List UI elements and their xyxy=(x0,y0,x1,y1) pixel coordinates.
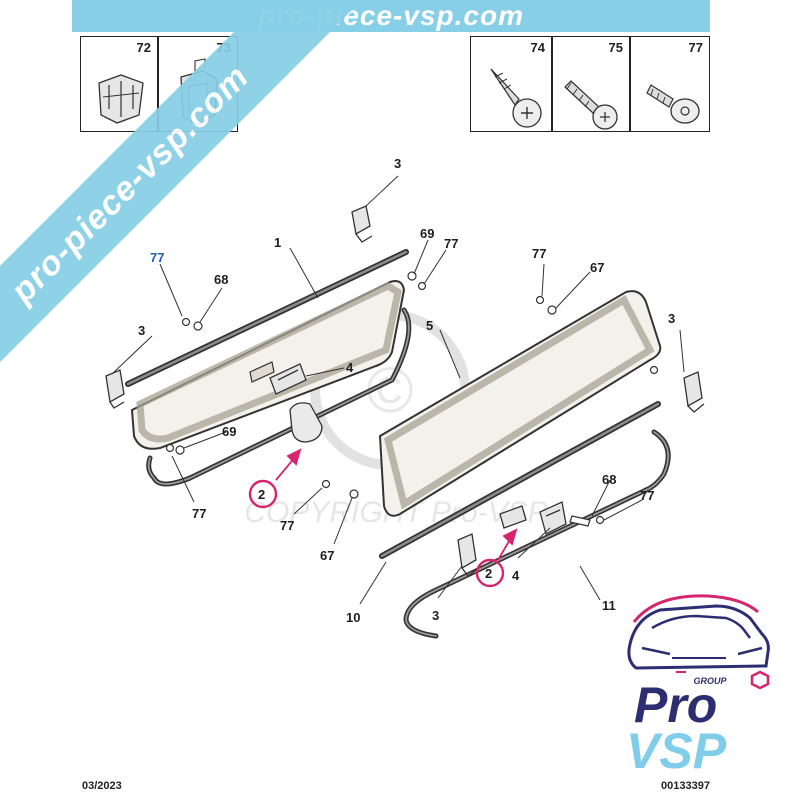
highlight-arrow-right xyxy=(497,528,518,561)
highlight-arrow-left xyxy=(275,448,302,481)
callout-69-left: 69 xyxy=(222,424,236,439)
callout-68-right: 68 xyxy=(602,472,616,487)
leader-lines xyxy=(111,175,685,605)
callout-2-right: 2 xyxy=(485,566,492,581)
footer-reference: 00133397 xyxy=(661,780,710,792)
clip-3-right xyxy=(683,371,705,413)
pointed-screw-icon xyxy=(490,68,542,128)
callout-11: 11 xyxy=(602,598,616,613)
callout-10: 10 xyxy=(346,610,360,625)
threaded-screw-icon xyxy=(564,80,618,130)
thumbnail-number: 72 xyxy=(136,40,151,55)
left-glass-frame xyxy=(136,282,402,443)
callout-2-left: 2 xyxy=(258,487,265,502)
slider-pad-2-left xyxy=(289,402,323,443)
callout-77-middle: 77 xyxy=(280,518,294,533)
top-banner: pro-piece-vsp.com xyxy=(72,0,710,32)
fasteners xyxy=(165,271,659,527)
callout-3-bottom: 3 xyxy=(432,608,439,623)
left-glass-notch xyxy=(249,361,275,383)
callout-67-left: 67 xyxy=(320,548,334,563)
callout-69-top: 69 xyxy=(420,226,434,241)
callout-5: 5 xyxy=(426,318,433,333)
thumbnail-74: 74 xyxy=(470,36,552,132)
thumbnail-number: 75 xyxy=(608,40,623,55)
thumbnail-72: 72 xyxy=(80,36,158,132)
callout-77-left-bottom: 77 xyxy=(192,506,206,521)
logo-vsp-text: VSP xyxy=(626,723,727,773)
car-outline-icon xyxy=(627,604,770,670)
clip-3-bottom xyxy=(457,533,477,577)
right-glass-frame xyxy=(383,295,655,510)
car-roof-accent xyxy=(632,594,759,623)
callout-67-right: 67 xyxy=(590,260,604,275)
callout-4-left: 4 xyxy=(346,360,354,375)
logo-group-text: GROUP xyxy=(693,676,727,686)
right-window-glass xyxy=(378,290,662,517)
footer-date: 03/2023 xyxy=(82,780,122,792)
flat-screw-icon xyxy=(646,84,700,124)
slider-pad-2-right xyxy=(499,505,527,529)
callout-77-top: 77 xyxy=(444,236,458,251)
callout-68-left: 68 xyxy=(214,272,228,287)
highlight-circle-left xyxy=(248,479,278,509)
guide-4-left xyxy=(269,363,307,395)
clip-3-top xyxy=(351,205,373,243)
callout-77-right-bottom: 77 xyxy=(640,488,654,503)
thumbnail-77: 77 xyxy=(630,36,710,132)
thumbnail-number: 77 xyxy=(688,40,703,55)
clip-nut-icon xyxy=(98,74,144,124)
guide-4-right xyxy=(539,501,567,535)
callout-77-left-top: 77 xyxy=(150,250,164,265)
logo-pro-text: Pro xyxy=(634,677,717,733)
callout-77-right-top: 77 xyxy=(532,246,546,261)
thumbnail-number: 74 xyxy=(530,40,545,55)
pro-vsp-logo: GROUP Pro VSP xyxy=(626,594,770,773)
callout-3-top: 3 xyxy=(394,156,401,171)
callout-3-left: 3 xyxy=(138,323,145,338)
thumbnail-75: 75 xyxy=(552,36,630,132)
callout-1: 1 xyxy=(274,235,281,250)
hexagon-icon xyxy=(750,670,770,690)
clip-3-left xyxy=(105,369,125,409)
callout-3-right: 3 xyxy=(668,311,675,326)
highlight-circle-right xyxy=(475,558,505,588)
callout-4-right: 4 xyxy=(512,568,520,583)
